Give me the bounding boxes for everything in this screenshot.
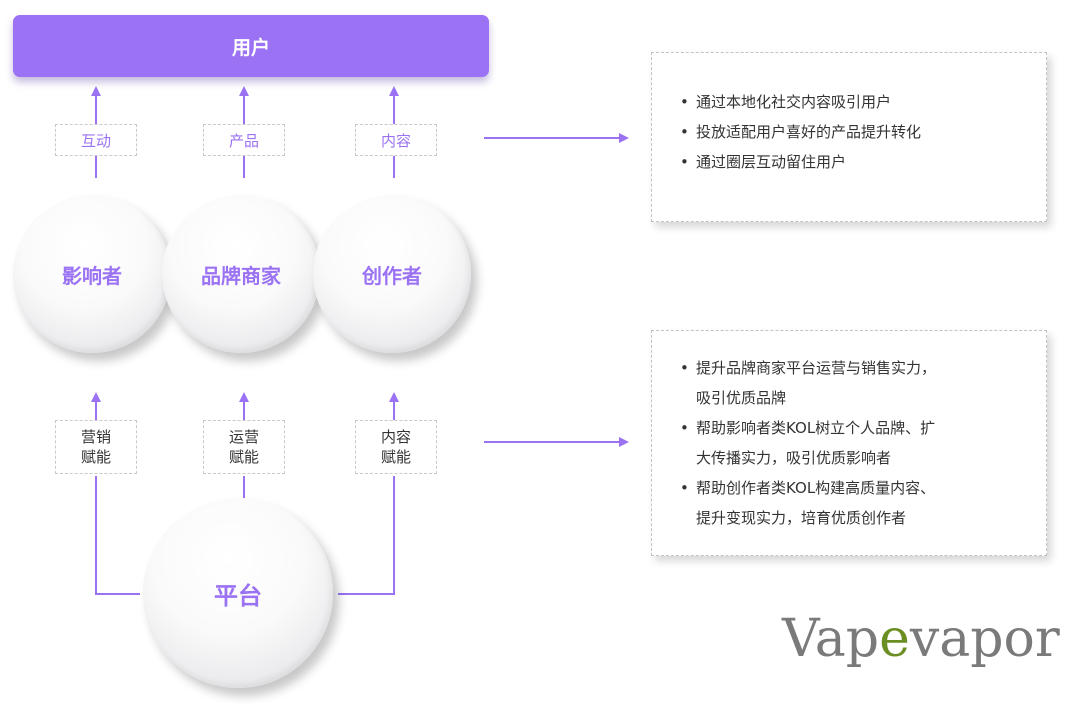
list-item: 帮助影响者类KOL树立个人品牌、扩 大传播实力，吸引优质影响者 — [680, 413, 1026, 473]
connector-left — [95, 476, 140, 595]
label-content-line2: 赋能 — [380, 448, 411, 466]
circle-brand: 品牌商家 — [162, 195, 320, 353]
label-product-text: 产品 — [228, 131, 259, 150]
circle-platform-label: 平台 — [214, 581, 262, 610]
panel-platform-strategy-list: 提升品牌商家平台运营与销售实力， 吸引优质品牌 帮助影响者类KOL树立个人品牌、… — [680, 353, 1026, 533]
label-content-enable: 内容 赋能 — [355, 420, 437, 474]
circle-creator-label: 创作者 — [362, 263, 422, 288]
watermark-part-2: e — [879, 609, 910, 669]
circle-influencer: 影响者 — [13, 195, 171, 353]
watermark-part-1: Vap — [782, 609, 880, 669]
label-content-text: 内容 — [380, 131, 411, 150]
connector-right — [338, 476, 395, 595]
list-item: 通过本地化社交内容吸引用户 — [680, 87, 1026, 117]
user-label: 用户 — [231, 36, 270, 59]
circle-brand-label: 品牌商家 — [201, 263, 281, 288]
list-item: 投放适配用户喜好的产品提升转化 — [680, 117, 1026, 147]
label-interaction-text: 互动 — [80, 131, 111, 150]
label-content: 内容 — [355, 124, 437, 156]
list-item: 提升品牌商家平台运营与销售实力， 吸引优质品牌 — [680, 353, 1026, 413]
list-item: 通过圈层互动留住用户 — [680, 147, 1026, 177]
watermark-part-3: vapor — [909, 609, 1060, 669]
circle-influencer-label: 影响者 — [62, 263, 122, 288]
label-marketing-enable: 营销 赋能 — [55, 420, 137, 474]
list-item-line: 帮助创作者类KOL构建高质量内容、 — [696, 479, 936, 497]
label-marketing-line2: 赋能 — [80, 448, 111, 466]
label-marketing-line1: 营销 — [80, 428, 111, 446]
list-item-line: 吸引优质品牌 — [696, 389, 787, 407]
label-content-line1: 内容 — [380, 428, 411, 446]
circle-creator: 创作者 — [313, 195, 471, 353]
list-item-line: 提升品牌商家平台运营与销售实力， — [696, 359, 937, 377]
label-product: 产品 — [203, 124, 285, 156]
label-interaction: 互动 — [55, 124, 137, 156]
label-operation-enable: 运营 赋能 — [203, 420, 285, 474]
list-item-line: 帮助影响者类KOL树立个人品牌、扩 — [696, 419, 936, 437]
list-item-line: 提升变现实力，培育优质创作者 — [696, 509, 907, 527]
list-item-line: 大传播实力，吸引优质影响者 — [696, 449, 892, 467]
user-bar: 用户 — [13, 15, 489, 77]
panel-user-strategy-list: 通过本地化社交内容吸引用户 投放适配用户喜好的产品提升转化 通过圈层互动留住用户 — [680, 87, 1026, 177]
circle-platform: 平台 — [143, 498, 333, 688]
label-operation-line1: 运营 — [228, 428, 259, 446]
label-operation-line2: 赋能 — [228, 448, 259, 466]
panel-platform-strategy: 提升品牌商家平台运营与销售实力， 吸引优质品牌 帮助影响者类KOL树立个人品牌、… — [651, 330, 1047, 556]
list-item: 帮助创作者类KOL构建高质量内容、 提升变现实力，培育优质创作者 — [680, 473, 1026, 533]
panel-user-strategy: 通过本地化社交内容吸引用户 投放适配用户喜好的产品提升转化 通过圈层互动留住用户 — [651, 52, 1047, 222]
